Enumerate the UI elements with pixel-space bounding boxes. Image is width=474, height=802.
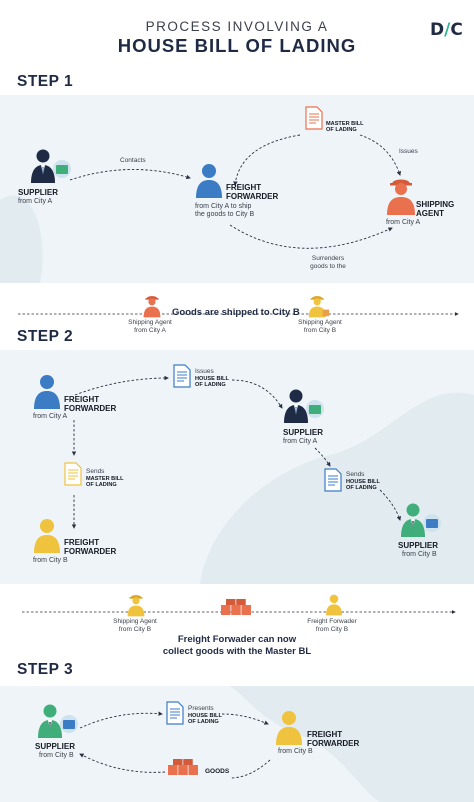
shipping-agent-a-small-icon <box>143 296 161 318</box>
forwarder-b-city: from City B <box>33 557 68 564</box>
forwarder-a-name-1: FREIGHT <box>64 395 100 404</box>
transfer1-left-label-2: from City A <box>134 327 166 334</box>
arrow-house2-to-supplier-b <box>379 489 401 521</box>
collect-text-2: collect goods with the Master BL <box>162 646 312 657</box>
supplier-a-name: SUPPLIER <box>283 428 324 437</box>
house-bill-document-icon <box>173 364 191 388</box>
step3-house-bill-label-1: HOUSE BILL <box>188 713 222 719</box>
transfer1-right-label-1: Shipping Agent <box>298 319 342 326</box>
transfer1-left-label-1: Shipping Agent <box>128 319 172 326</box>
step2-title: STEP 2 <box>17 328 74 345</box>
shipping-agent-b-small-icon <box>308 296 330 318</box>
supplier-b-city: from City B <box>402 551 437 558</box>
supplier-b-name: SUPPLIER <box>398 541 439 550</box>
sends-small-label: Sends <box>86 468 105 475</box>
forwarder-b-name-2: FORWARDER <box>64 547 117 556</box>
arrow-house-to-supplier <box>231 379 283 409</box>
shipping-agent-city: from City A <box>386 219 421 226</box>
arrow-house-to-forwarder <box>221 713 269 725</box>
transfer2-right-label-1: Freight Forwader <box>307 618 357 625</box>
master-bill2-label-2: OF LADING <box>86 482 117 488</box>
master-bill-label-1: MASTER BILL <box>326 121 364 127</box>
issues-small-label: Issues <box>195 368 214 375</box>
surrenders-label-2: goods to the <box>310 263 346 270</box>
forwarder-b-name-1: FREIGHT <box>64 538 100 547</box>
supplier-a-icon <box>284 389 324 423</box>
supplier-person-icon <box>31 149 71 183</box>
step3-house-bill-label-2: OF LADING <box>188 719 219 725</box>
step3-forwarder-icon <box>276 711 302 745</box>
step3-supplier-city: from City B <box>39 752 74 759</box>
goods-label: GOODS <box>205 768 230 775</box>
master-bill2-label-1: MASTER BILL <box>86 476 124 482</box>
step3-forwarder-city: from City B <box>278 748 313 755</box>
supplier-a-city: from City A <box>283 438 318 445</box>
forwarder-name-2: FORWARDER <box>226 192 279 201</box>
header-title: HOUSE BILL OF LADING <box>117 35 357 56</box>
forwarder-note-1: from City A to ship <box>195 203 252 210</box>
house-bill-label-1: HOUSE BILL <box>195 376 229 382</box>
arrow-contacts <box>69 169 191 181</box>
shipping-agent-name-1: SHIPPING <box>416 200 455 209</box>
surrenders-label-1: Surrenders <box>311 255 345 262</box>
goods-shipped-text: Goods are shipped to City B <box>172 307 300 318</box>
transfer2-right-label-2: from City B <box>315 626 349 633</box>
arrow-presents <box>79 711 163 729</box>
step3-title: STEP 3 <box>17 661 74 678</box>
arrow-goods-return <box>80 754 271 779</box>
master-bill-document-icon <box>305 106 323 130</box>
goods-crates-icon <box>221 599 251 615</box>
transfer2-left-label-2: from City B <box>118 626 152 633</box>
house-bill2-label-1: HOUSE BILL <box>346 479 380 485</box>
forwarder-a-name-2: FORWARDER <box>64 404 117 413</box>
arrow-surrenders <box>229 224 393 249</box>
presents-small-label: Presents <box>188 705 214 712</box>
arrow-issues-house <box>74 375 169 396</box>
blob-step1 <box>0 195 43 283</box>
freight-forwarder-icon <box>196 164 222 198</box>
arrow-master-to-forwarder <box>233 134 301 186</box>
forwarder-a-icon <box>34 375 60 409</box>
step3-goods-crates-icon <box>168 759 198 775</box>
forwarder-a-city: from City A <box>33 413 68 420</box>
shipping-agent-b2-small-icon <box>127 595 145 617</box>
supplier-b-icon <box>401 503 441 537</box>
master-bill-yellow-document-icon <box>64 462 82 486</box>
header-pretitle: PROCESS INVOLVING A <box>145 19 329 34</box>
transfer2-left-label-1: Shipping Agent <box>113 618 157 625</box>
forwarder-note-2: the goods to City B <box>195 211 255 218</box>
contacts-label: Contacts <box>120 157 146 164</box>
house-bill2-document-icon <box>324 468 342 492</box>
step3-supplier-icon <box>38 704 78 738</box>
supplier-city: from City A <box>18 198 53 205</box>
step3-supplier-name: SUPPLIER <box>35 742 76 751</box>
issues-label: Issues <box>399 148 418 155</box>
step3-house-bill-document-icon <box>166 701 184 725</box>
forwarder-b2-small-icon <box>326 594 342 616</box>
shipping-agent-name-2: AGENT <box>416 209 444 218</box>
transfer1-right-label-2: from City B <box>303 327 337 334</box>
step3-forwarder-name-1: FREIGHT <box>307 730 343 739</box>
house-bill-label-2: OF LADING <box>195 382 226 388</box>
supplier-name: SUPPLIER <box>18 188 59 197</box>
master-bill-label-2: OF LADING <box>326 127 357 133</box>
shipping-agent-icon <box>387 179 415 215</box>
forwarder-name-1: FREIGHT <box>226 183 262 192</box>
brand-logo: D/C <box>430 20 463 40</box>
step1-title: STEP 1 <box>17 73 74 90</box>
collect-text-1: Freight Forwader can now <box>177 634 297 645</box>
arrow-issues <box>359 134 401 176</box>
step3-forwarder-name-2: FORWARDER <box>307 739 360 748</box>
arrow-supplier-sends <box>314 447 331 467</box>
sends2-small-label: Sends <box>346 471 365 478</box>
forwarder-b-icon <box>34 519 60 553</box>
house-bill2-label-2: OF LADING <box>346 485 377 491</box>
